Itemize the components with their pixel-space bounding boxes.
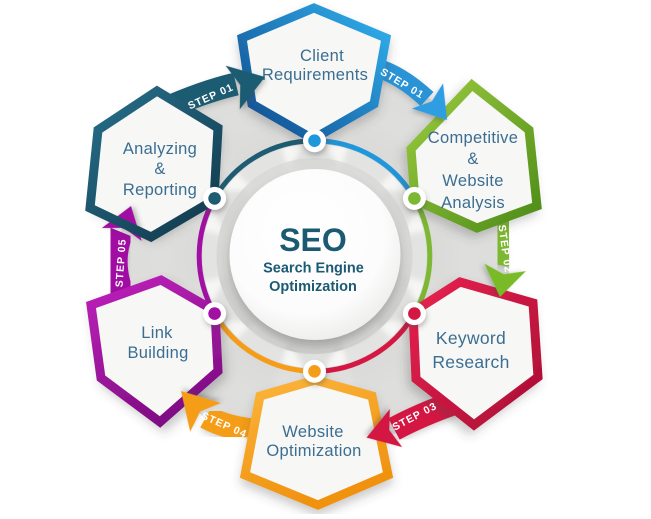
svg-text:STEP 05: STEP 05 xyxy=(113,238,128,288)
svg-text:Building: Building xyxy=(127,344,188,362)
svg-text:Research: Research xyxy=(432,352,509,372)
svg-text:Link: Link xyxy=(141,324,173,342)
svg-text:Reporting: Reporting xyxy=(123,181,197,199)
svg-text:Optimization: Optimization xyxy=(266,442,361,460)
svg-text:Client: Client xyxy=(300,47,344,65)
svg-text:SEO: SEO xyxy=(279,222,347,258)
svg-text:Keyword: Keyword xyxy=(436,328,506,348)
svg-text:&: & xyxy=(154,160,165,178)
svg-text:&: & xyxy=(467,150,478,168)
svg-text:Optimization: Optimization xyxy=(269,279,357,295)
svg-text:Search Engine: Search Engine xyxy=(263,261,364,277)
svg-text:Competitive: Competitive xyxy=(428,129,518,147)
svg-text:Analyzing: Analyzing xyxy=(123,140,197,158)
svg-text:Website: Website xyxy=(282,423,343,441)
svg-text:Analysis: Analysis xyxy=(441,194,505,212)
svg-text:Website: Website xyxy=(442,172,503,190)
svg-text:Requirements: Requirements xyxy=(262,66,368,84)
